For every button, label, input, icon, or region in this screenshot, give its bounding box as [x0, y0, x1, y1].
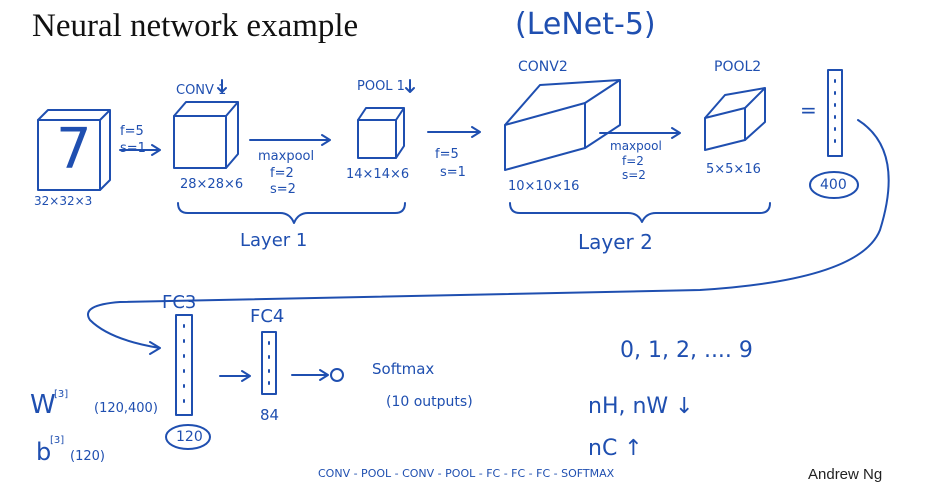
layer2-label: Layer 2	[578, 230, 653, 254]
layer1-label: Layer 1	[240, 230, 308, 251]
fc3-label: FC3	[162, 292, 197, 313]
softmax-note: (10 outputs)	[386, 394, 473, 410]
title-note: (LeNet-5)	[515, 7, 656, 42]
softmax-label: Softmax	[372, 360, 435, 378]
pool1-volume	[358, 80, 414, 158]
pool1-size: 14×14×6	[346, 167, 410, 182]
fc4-units: 84	[260, 406, 280, 424]
conv1-volume	[174, 80, 238, 168]
pool2-label: POOL2	[714, 59, 762, 75]
conv2-size: 10×10×16	[508, 179, 580, 194]
pool1-s: s=1	[440, 165, 466, 180]
arrow-fc4-softmax	[292, 370, 328, 380]
architecture-pattern: CONV - POOL - CONV - POOL - FC - FC - FC…	[318, 467, 615, 480]
maxpool1-s: s=2	[270, 182, 296, 197]
input-digit: 7	[56, 117, 92, 182]
conv1-size: 28×28×6	[180, 177, 244, 192]
conv1-s: s=1	[120, 141, 146, 156]
flatten-equals: =	[800, 98, 817, 122]
author-credit: Andrew Ng	[808, 466, 883, 483]
input-size: 32×32×3	[34, 194, 93, 208]
nc-note: nC ↑	[588, 436, 643, 461]
brace-layer1	[178, 203, 405, 223]
fc4-vector	[262, 332, 276, 394]
maxpool1-label: maxpool	[258, 149, 315, 164]
maxpool2-s: s=2	[622, 168, 646, 182]
flatten-vector	[810, 70, 858, 198]
fc4-label: FC4	[250, 306, 285, 327]
connector-400-fc3	[88, 120, 889, 354]
brace-layer2	[510, 203, 770, 222]
nh-nw-note: nH, nW ↓	[588, 394, 694, 419]
input-image	[38, 110, 110, 190]
classes-note: 0, 1, 2, .... 9	[620, 338, 753, 363]
flatten-units: 400	[820, 177, 847, 193]
arrow-conv1-pool1	[250, 135, 330, 145]
pool1-f: f=5	[435, 147, 459, 162]
arrow-pool1-conv2	[428, 127, 480, 137]
arrow-conv2-pool2	[600, 128, 680, 138]
conv2-volume	[505, 80, 620, 170]
maxpool2-f: f=2	[622, 154, 644, 168]
pool2-size: 5×5×16	[706, 162, 761, 177]
fc3-vector	[166, 315, 210, 449]
fc3-units: 120	[176, 429, 203, 445]
slide-title: Neural network example	[32, 8, 359, 44]
conv1-f: f=5	[120, 124, 144, 139]
arrow-fc3-fc4	[220, 371, 250, 381]
pool1-label: POOL 1	[357, 79, 405, 94]
maxpool1-f: f=2	[270, 166, 294, 181]
softmax-node	[331, 369, 343, 381]
conv1-label: CONV 1	[176, 83, 227, 98]
pool2-volume	[705, 88, 765, 150]
maxpool2-label: maxpool	[610, 139, 662, 153]
arrow-input-conv1	[120, 145, 160, 155]
conv2-label: CONV2	[518, 59, 568, 75]
